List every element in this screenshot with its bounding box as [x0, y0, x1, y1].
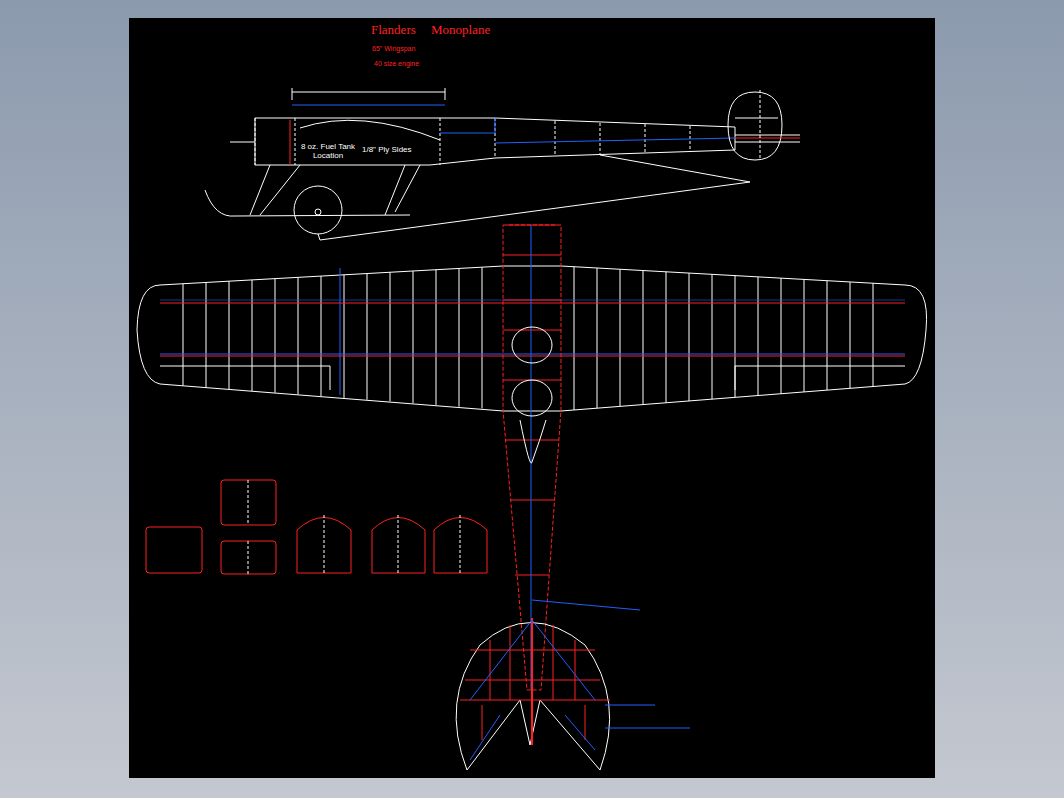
wing-ribs: [183, 267, 873, 410]
side-view: [205, 88, 800, 240]
note-label: 40 size engine: [374, 60, 419, 68]
note-label: 1/8" Ply Sides: [361, 145, 413, 154]
tail-plane: [456, 618, 690, 770]
note-label: 8 oz. Fuel Tank Location: [298, 142, 358, 160]
note-label: 65" Wingspan: [372, 45, 415, 53]
former-parts: [146, 480, 487, 574]
drawing-title: Flanders Monoplane: [371, 23, 490, 38]
fuselage-plan: [503, 225, 640, 690]
wing-plan: [137, 266, 927, 411]
